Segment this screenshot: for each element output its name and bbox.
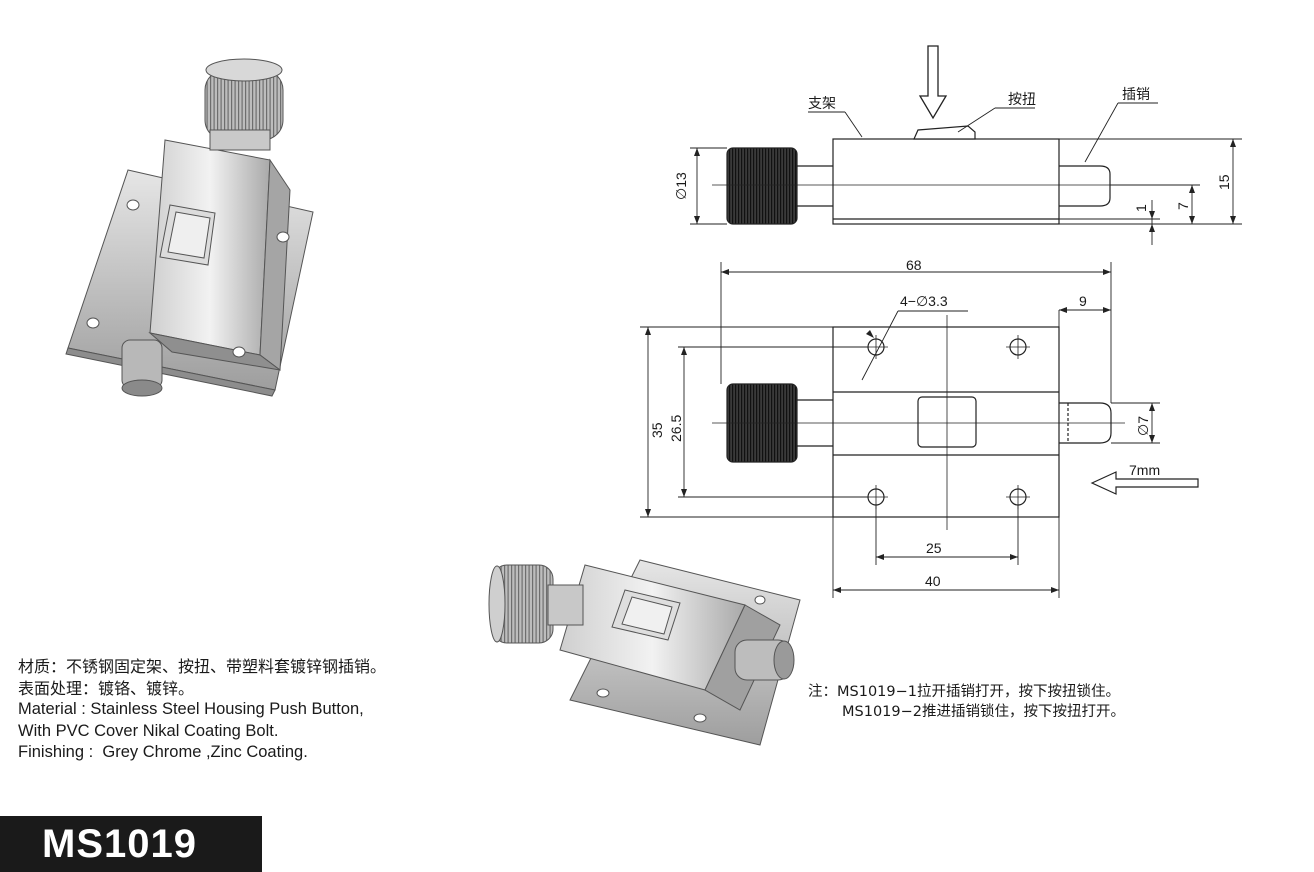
top-view-arrowheads — [645, 269, 1155, 593]
dim-d7: ∅7 — [1135, 416, 1151, 436]
dim-holes: 4−∅3.3 — [900, 293, 948, 309]
material-notes: 材质：不锈钢固定架、按扭、带塑料套镀锌钢插销。表面处理：镀铬、镀锌。 Materi… — [18, 656, 386, 764]
top-view-centerlines — [712, 315, 1125, 530]
label-bolt: 插销 — [1122, 87, 1150, 103]
dim-7: 7 — [1175, 202, 1191, 210]
material-en-2: With PVC Cover Nikal Coating Bolt. — [18, 721, 279, 740]
latch-render-top — [65, 58, 314, 397]
dim-9: 9 — [1079, 293, 1087, 309]
dim-25: 25 — [926, 540, 942, 556]
remark-notes: 注：MS1019−1拉开插销打开，按下按扭锁住。 MS1019−2推进插销锁住，按… — [808, 682, 1125, 722]
material-cn: 材质：不锈钢固定架、按扭、带塑料套镀锌钢插销。 — [18, 657, 387, 676]
dim-15: 15 — [1216, 174, 1232, 190]
material-en-1: Material : Stainless Steel Housing Push … — [18, 700, 364, 718]
top-view-dimensions — [640, 262, 1160, 598]
top-view — [726, 326, 1112, 518]
model-number: MS1019 — [42, 822, 197, 866]
finishing-en: Finishing : Grey Chrome ,Zinc Coating. — [18, 743, 308, 761]
label-button: 按扭 — [1008, 92, 1036, 108]
remark-line-1: 注：MS1019−1拉开插销打开，按下按扭锁住。 — [808, 684, 1120, 700]
dim-travel: 7mm — [1129, 462, 1160, 478]
finishing-cn: 表面处理：镀铬、镀锌。 — [18, 678, 195, 698]
side-view — [712, 45, 1125, 225]
dim-35: 35 — [649, 422, 665, 438]
label-bracket: 支架 — [808, 96, 836, 112]
model-banner: MS1019 — [0, 816, 262, 872]
latch-render-bottom — [488, 559, 801, 746]
dim-40: 40 — [925, 573, 941, 589]
travel-arrow — [1090, 471, 1199, 495]
dim-1: 1 — [1133, 204, 1149, 212]
dim-68: 68 — [906, 257, 922, 273]
remark-line-2: MS1019−2推进插销锁住，按下按扭打开。 — [842, 704, 1125, 720]
dim-d13: ∅13 — [673, 172, 689, 200]
side-view-arrowheads — [694, 139, 1236, 232]
dim-26-5: 26.5 — [668, 415, 684, 442]
